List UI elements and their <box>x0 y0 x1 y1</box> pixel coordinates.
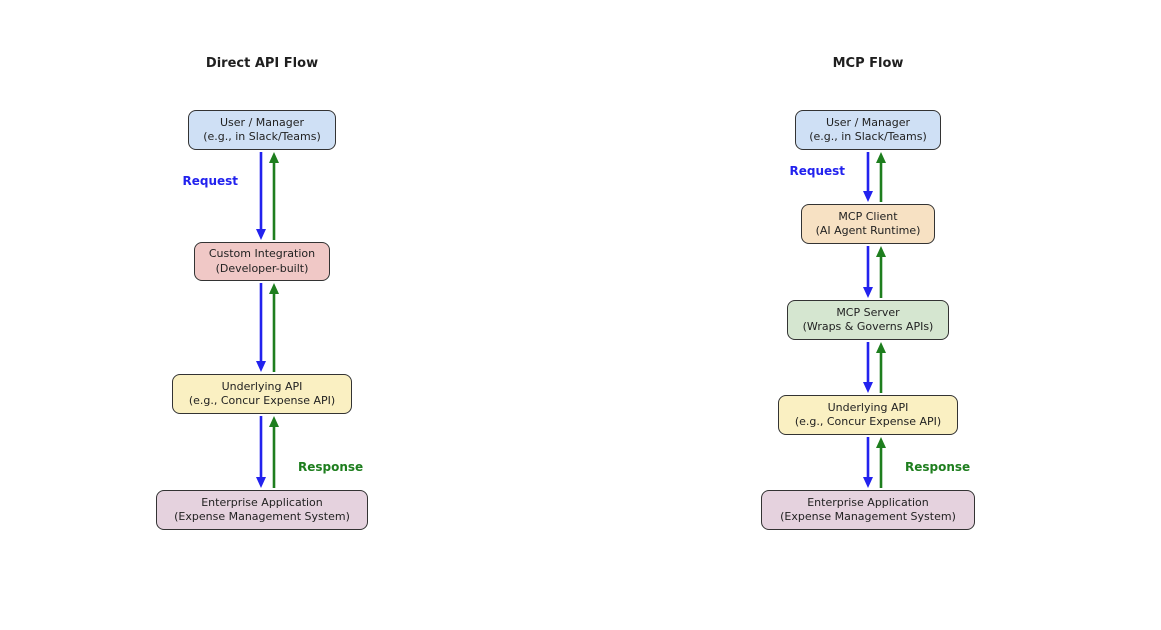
direct-api-flow-title: Direct API Flow <box>205 56 319 71</box>
node-label: Enterprise Application <box>201 495 323 509</box>
arrow-down-icon <box>863 437 873 488</box>
node-label: MCP Client <box>838 209 898 223</box>
mcp-arrows-user-to-client <box>863 152 886 202</box>
mcp-response-label: Response <box>905 460 971 474</box>
direct-response-label: Response <box>298 460 364 474</box>
arrow-up-icon <box>876 342 886 393</box>
arrow-up-icon <box>876 246 886 298</box>
direct-request-label: Request <box>182 174 238 188</box>
node-sublabel: (e.g., in Slack/Teams) <box>809 130 927 143</box>
node-sublabel: (Expense Management System) <box>780 510 956 523</box>
mcp-request-label: Request <box>789 164 845 178</box>
arrow-up-icon <box>876 437 886 488</box>
mcp-arrows-server-to-api <box>863 342 886 393</box>
mcp-node-enterprise-application: Enterprise Application (Expense Manageme… <box>761 490 975 530</box>
arrow-up-icon <box>269 416 279 488</box>
arrow-up-icon <box>269 152 279 240</box>
node-label: Underlying API <box>827 400 909 414</box>
arrow-up-icon <box>876 152 886 202</box>
arrow-down-icon <box>256 416 266 488</box>
node-sublabel: (Expense Management System) <box>174 510 350 523</box>
node-sublabel: (e.g., in Slack/Teams) <box>203 130 321 143</box>
node-sublabel: (e.g., Concur Expense API) <box>188 394 336 407</box>
node-sublabel: (Wraps & Governs APIs) <box>802 320 934 333</box>
node-label: MCP Server <box>836 305 900 319</box>
node-label: User / Manager <box>826 115 910 129</box>
node-label: Enterprise Application <box>807 495 929 509</box>
direct-node-enterprise-application: Enterprise Application (Expense Manageme… <box>156 490 368 530</box>
mcp-arrows-client-to-server <box>863 246 886 298</box>
direct-node-custom-integration: Custom Integration (Developer-built) <box>194 242 330 281</box>
direct-node-underlying-api: Underlying API (e.g., Concur Expense API… <box>172 374 352 414</box>
direct-arrows-integration-to-api <box>256 283 279 372</box>
arrow-down-icon <box>863 246 873 298</box>
node-label: Underlying API <box>221 379 303 393</box>
mcp-node-mcp-server: MCP Server (Wraps & Governs APIs) <box>787 300 949 340</box>
arrow-down-icon <box>863 342 873 393</box>
mcp-flow-title: MCP Flow <box>832 56 904 71</box>
node-label: User / Manager <box>220 115 304 129</box>
node-sublabel: (AI Agent Runtime) <box>815 224 921 237</box>
node-sublabel: (e.g., Concur Expense API) <box>794 415 942 428</box>
mcp-node-user-manager: User / Manager (e.g., in Slack/Teams) <box>795 110 941 150</box>
direct-arrows-api-to-enterprise <box>256 416 279 488</box>
mcp-arrows-api-to-enterprise <box>863 437 886 488</box>
mcp-node-underlying-api: Underlying API (e.g., Concur Expense API… <box>778 395 958 435</box>
direct-node-user-manager: User / Manager (e.g., in Slack/Teams) <box>188 110 336 150</box>
arrow-down-icon <box>256 152 266 240</box>
mcp-node-mcp-client: MCP Client (AI Agent Runtime) <box>801 204 935 244</box>
node-label: Custom Integration <box>208 247 316 261</box>
node-sublabel: (Developer-built) <box>215 261 309 275</box>
arrow-down-icon <box>256 283 266 372</box>
arrow-up-icon <box>269 283 279 372</box>
direct-arrows-user-to-integration <box>256 152 279 240</box>
arrow-down-icon <box>863 152 873 202</box>
